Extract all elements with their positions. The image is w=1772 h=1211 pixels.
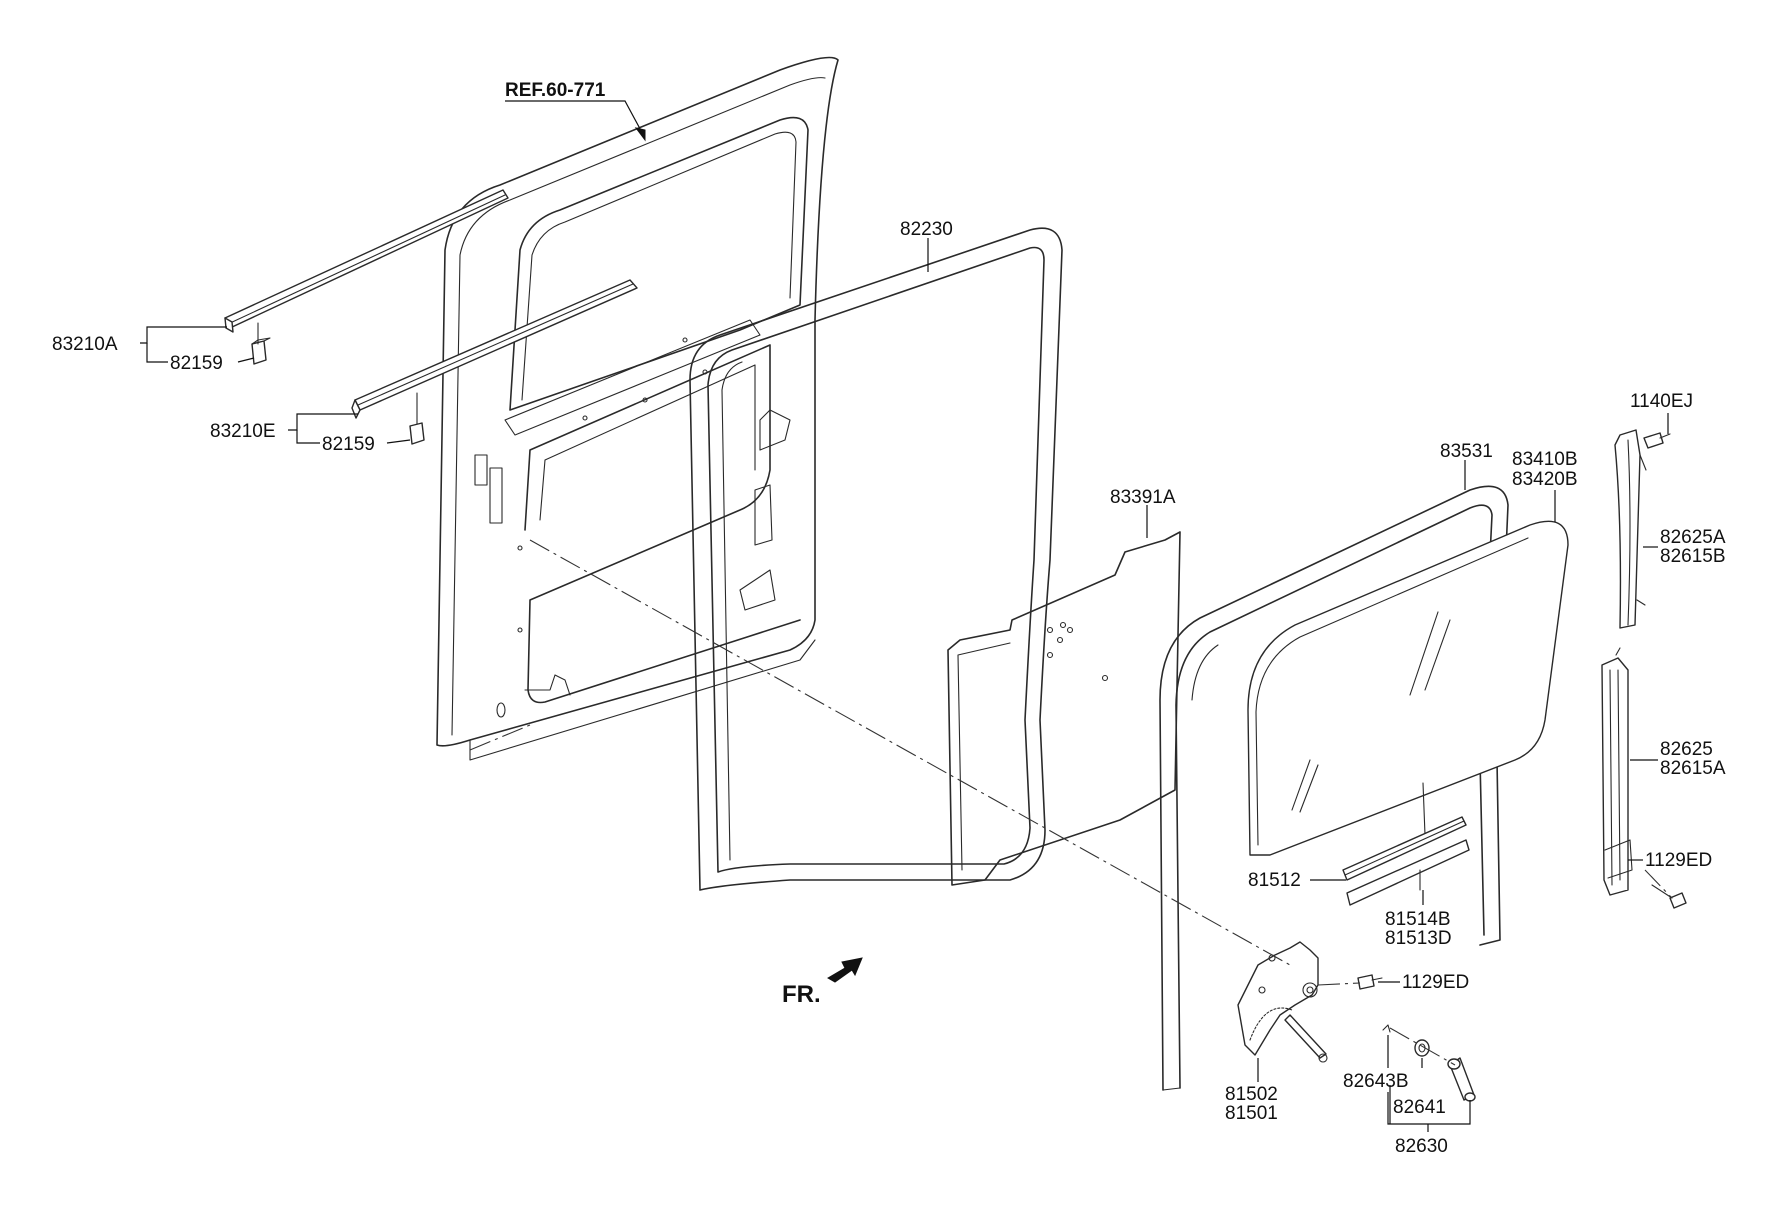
label-83210e: 83210E bbox=[210, 421, 276, 442]
front-direction-arrow bbox=[827, 957, 863, 983]
label-83420b: 83420B bbox=[1512, 469, 1578, 490]
label-83410b: 83410B bbox=[1512, 449, 1578, 470]
belt-moulding-83210e bbox=[351, 279, 638, 419]
waterproof-film-83391a bbox=[947, 531, 1181, 886]
door-panel bbox=[436, 56, 839, 761]
label-82641: 82641 bbox=[1393, 1097, 1446, 1118]
label-83391a: 83391A bbox=[1110, 487, 1176, 508]
glass-channel-81514b bbox=[1346, 839, 1470, 906]
clip-82159-a bbox=[251, 322, 271, 365]
label-81512: 81512 bbox=[1248, 870, 1301, 891]
bolt-1129ed-right bbox=[1651, 884, 1687, 909]
leader-lines bbox=[140, 100, 1669, 1132]
label-81513d: 81513D bbox=[1385, 928, 1452, 949]
label-1129ed-center: 1129ED bbox=[1402, 972, 1469, 993]
front-label: FR. bbox=[782, 981, 821, 1008]
label-83210a: 83210A bbox=[52, 334, 118, 355]
bolt-1129ed-center bbox=[1357, 974, 1383, 990]
label-81514b: 81514B bbox=[1385, 909, 1451, 930]
label-82615b: 82615B bbox=[1660, 546, 1726, 567]
label-82630: 82630 bbox=[1395, 1136, 1448, 1157]
label-82230: 82230 bbox=[900, 219, 953, 240]
belt-moulding-83210a bbox=[224, 189, 509, 333]
glass-run-83531 bbox=[1159, 485, 1509, 1091]
clip-82159-b bbox=[409, 392, 425, 445]
glass-channel-81512 bbox=[1342, 816, 1467, 881]
channel-82625a bbox=[1614, 429, 1647, 629]
label-82615a: 82615A bbox=[1660, 758, 1726, 779]
label-1129ed-right: 1129ED bbox=[1645, 850, 1712, 871]
label-1140ej: 1140EJ bbox=[1630, 391, 1693, 412]
part-labels: REF.60-771 83210A 82159 83210E 82159 822… bbox=[52, 80, 1726, 1157]
label-82625a: 82625A bbox=[1660, 527, 1726, 548]
label-81502: 81502 bbox=[1225, 1084, 1278, 1105]
label-82159-a: 82159 bbox=[170, 353, 223, 374]
label-82643b: 82643B bbox=[1343, 1071, 1409, 1092]
assembly-lines bbox=[469, 539, 1673, 1066]
bolt-1140ej bbox=[1643, 432, 1671, 449]
reference-label: REF.60-771 bbox=[505, 80, 606, 101]
window-regulator-81502 bbox=[1237, 941, 1328, 1063]
label-82159-b: 82159 bbox=[322, 434, 375, 455]
label-83531: 83531 bbox=[1440, 441, 1493, 462]
label-81501: 81501 bbox=[1225, 1103, 1278, 1124]
label-82625: 82625 bbox=[1660, 739, 1713, 760]
channel-82625 bbox=[1601, 647, 1633, 896]
door-glass-83410b bbox=[1247, 520, 1569, 856]
door-weatherstrip-82230 bbox=[689, 227, 1063, 891]
